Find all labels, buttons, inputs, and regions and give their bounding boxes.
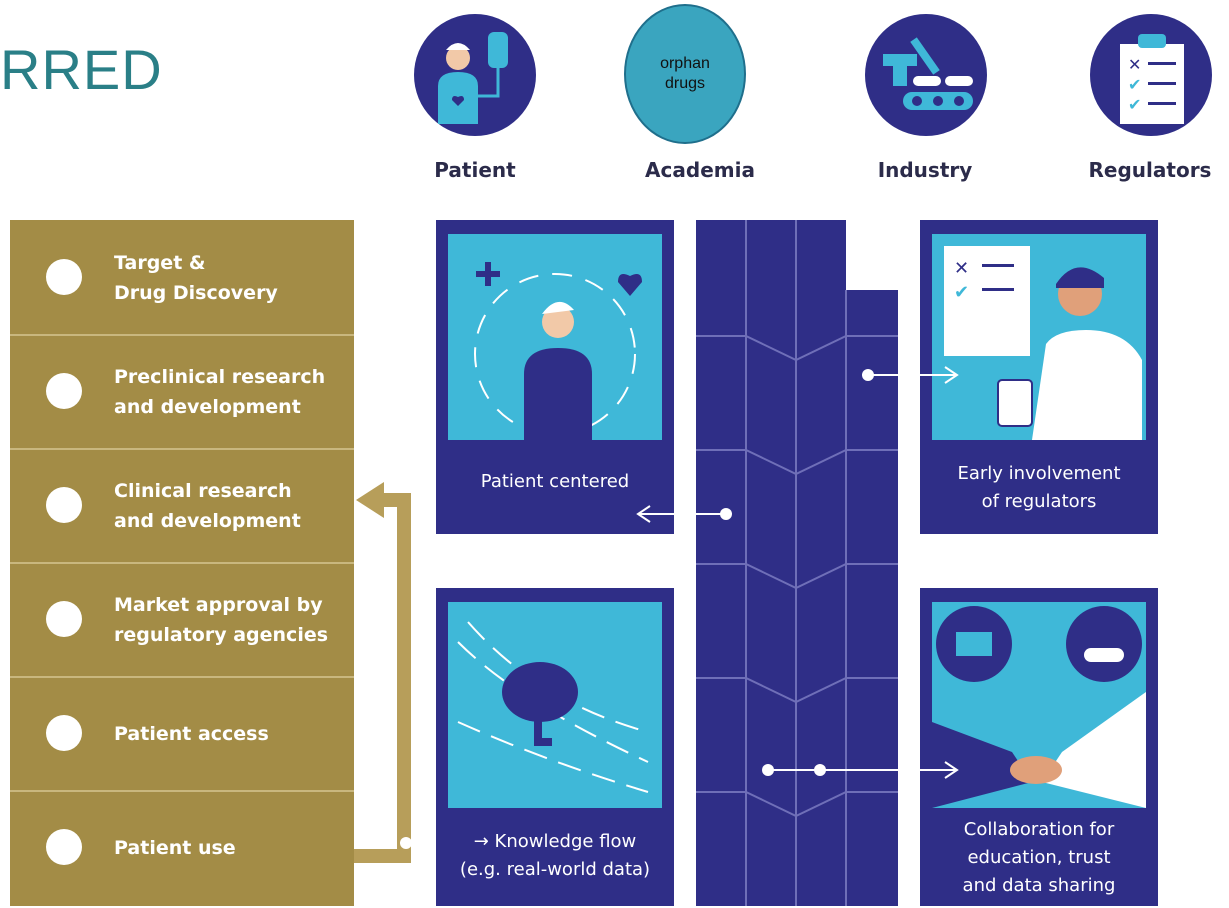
- step-divider: [10, 334, 354, 336]
- step-label: Patient use: [114, 837, 236, 859]
- microscope-icon: [46, 259, 82, 295]
- early-involvement-panel: ✕ ✔ Early involvement of regulators: [920, 220, 1158, 534]
- collaboration-label: Collaboration for education, trust and d…: [962, 819, 1116, 896]
- svg-text:✕: ✕: [954, 258, 969, 279]
- step-patient-access: Patient access: [10, 676, 354, 790]
- knowledge-flow-panel: → Knowledge flow (e.g. real-world data): [436, 588, 674, 906]
- orphan-drugs-label: orphan drugs: [660, 55, 710, 92]
- step-divider: [10, 676, 354, 678]
- step-label: Clinical research and development: [114, 480, 301, 532]
- drug-development-steps: Target & Drug Discovery Preclinical rese…: [10, 220, 354, 906]
- step-preclinical: Preclinical research and development: [10, 334, 354, 448]
- step-label: Target & Drug Discovery: [114, 252, 278, 304]
- patient-iv-icon: [414, 14, 536, 136]
- pill-bottle-icon: [46, 829, 82, 865]
- patient-centered-panel: Patient centered: [436, 220, 674, 534]
- svg-text:✔: ✔: [1128, 95, 1141, 114]
- step-market-approval: Market approval by regulatory agencies: [10, 562, 354, 676]
- step-label: Preclinical research and development: [114, 366, 326, 418]
- patient-centered-label: Patient centered: [480, 471, 630, 492]
- stamp-icon: [46, 601, 82, 637]
- stakeholder-label-patient: Patient: [434, 158, 516, 182]
- orphan-drugs-bubble: orphan drugs: [624, 4, 746, 144]
- step-target-drug-discovery: Target & Drug Discovery: [10, 220, 354, 334]
- svg-text:✕: ✕: [1128, 55, 1141, 74]
- step-divider: [10, 562, 354, 564]
- step-divider: [10, 790, 354, 792]
- step-divider: [10, 448, 354, 450]
- stakeholder-flow-grid-ext: [846, 290, 898, 906]
- svg-text:✔: ✔: [954, 282, 969, 303]
- step-label: Market approval by regulatory agencies: [114, 594, 329, 646]
- step-label: Patient access: [114, 723, 269, 745]
- patient-centered-illustration: [448, 234, 662, 440]
- stakeholder-label-academia: Academia: [645, 158, 755, 182]
- test-tubes-icon: [46, 373, 82, 409]
- brain-illustration: [448, 602, 662, 808]
- step-patient-use: Patient use: [10, 790, 354, 904]
- collaboration-panel: Collaboration for education, trust and d…: [920, 588, 1158, 906]
- page-title: RRED: [0, 38, 163, 101]
- flow-grid-lines: [696, 220, 898, 906]
- stakeholder-label-regulators: Regulators: [1088, 158, 1212, 182]
- early-involvement-label: Early involvement of regulators: [957, 463, 1121, 512]
- clipboard-checklist-icon: ✕ ✔ ✔: [1090, 14, 1212, 136]
- knowledge-flow-label: → Knowledge flow (e.g. real-world data): [459, 831, 651, 880]
- svg-text:✔: ✔: [1128, 75, 1141, 94]
- stakeholder-label-industry: Industry: [877, 158, 973, 182]
- exclamation-icon: [46, 715, 82, 751]
- step-clinical: Clinical research and development: [10, 448, 354, 562]
- factory-conveyor-icon: [865, 14, 987, 136]
- regulator-illustration: ✕ ✔: [932, 234, 1146, 440]
- syringe-icon: [46, 487, 82, 523]
- handshake-illustration: [932, 602, 1146, 808]
